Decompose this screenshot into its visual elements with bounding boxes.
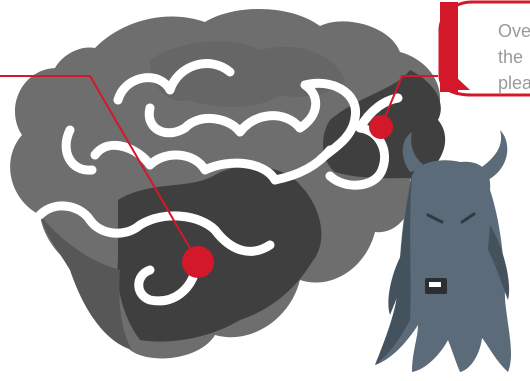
callout-line-1: Ove bbox=[498, 18, 530, 44]
red-marker-dot bbox=[369, 115, 393, 139]
red-marker-dot bbox=[182, 246, 214, 278]
brain-temporal-lobe bbox=[117, 166, 321, 341]
callout-line-3: plea bbox=[498, 70, 530, 96]
callout-line-2: the bbox=[498, 44, 530, 70]
callout-text: Ove the plea bbox=[498, 18, 530, 96]
